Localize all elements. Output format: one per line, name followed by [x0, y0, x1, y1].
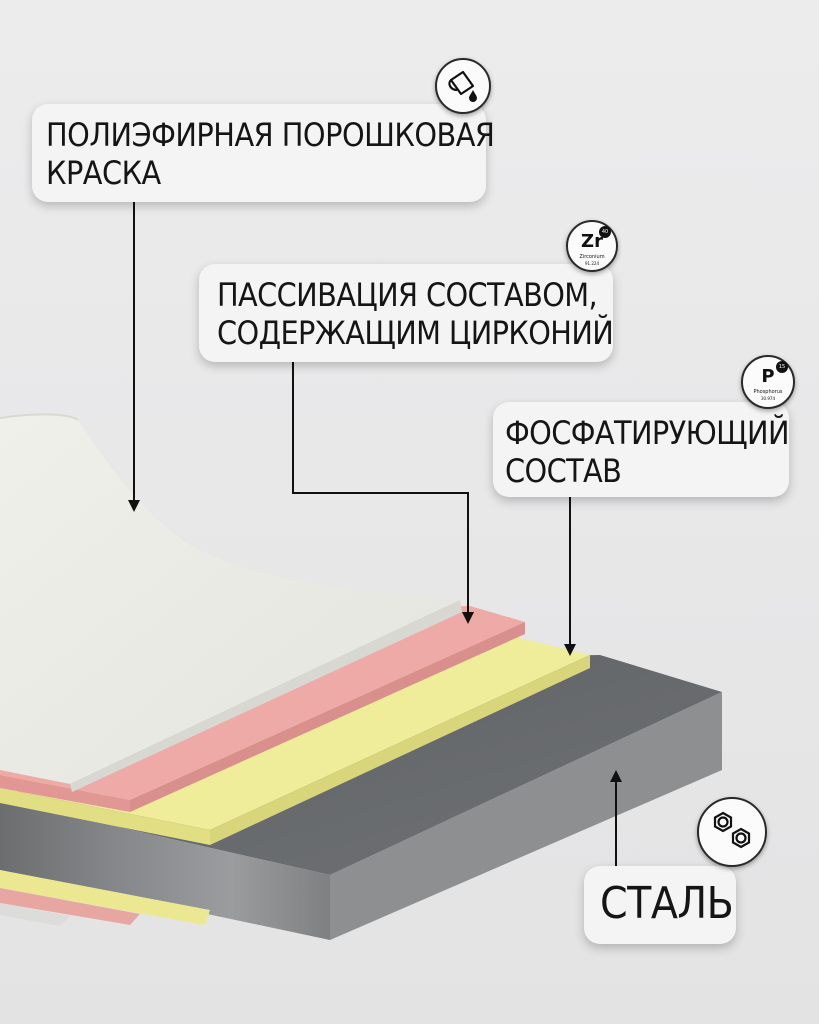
label-powder-paint: ПОЛИЭФИРНАЯ ПОРОШКОВАЯ КРАСКА — [32, 104, 495, 202]
label-line: СТАЛЬ — [600, 878, 734, 929]
arrowhead-phos — [564, 644, 576, 656]
arrowhead-paint — [128, 500, 140, 512]
element-name: Zirconium — [579, 254, 605, 260]
element-symbol: Zr — [581, 231, 603, 252]
label-line: ФОСФАТИРУЮЩИЙ — [505, 414, 789, 452]
phosphorus-element-icon: 15 P Phosphorus 30.974 — [741, 355, 795, 409]
steel-side-face — [330, 692, 722, 940]
leader-lines — [133, 202, 617, 866]
atomic-number: 40 — [599, 226, 611, 238]
label-line: ПАССИВАЦИЯ СОСТАВОМ, — [217, 276, 598, 314]
hex-nuts-icon — [697, 797, 767, 867]
zirconium-front-face — [0, 775, 130, 812]
zirconium-element-icon: 40 Zr Zirconium 91.224 — [566, 220, 618, 272]
label-phosphate: ФОСФАТИРУЮЩИЙ СОСТАВ — [493, 402, 789, 497]
arrowhead-steel — [610, 770, 622, 782]
label-zirconium-passivation: ПАССИВАЦИЯ СОСТАВОМ, СОДЕРЖАЩИМ ЦИРКОНИЙ — [199, 264, 614, 362]
phosphate-front-face — [0, 788, 210, 845]
element-name: Phosphorus — [753, 389, 783, 395]
label-steel: СТАЛЬ — [584, 866, 736, 944]
paint-edge — [70, 600, 462, 792]
phosphate-side-face — [210, 655, 590, 845]
label-line: СОДЕРЖАЩИМ ЦИРКОНИЙ — [217, 314, 614, 352]
atomic-number: 15 — [776, 361, 788, 373]
label-line: СОСТАВ — [505, 452, 622, 490]
label-line: ПОЛИЭФИРНАЯ ПОРОШКОВАЯ — [46, 116, 495, 154]
zirconium-side-face — [130, 622, 525, 812]
element-symbol: P — [761, 366, 775, 387]
steel-front-face — [0, 800, 330, 940]
leader-zr — [292, 362, 469, 616]
lower-coatings — [0, 870, 210, 926]
paint-top-face — [0, 414, 460, 784]
paint-bucket-icon — [435, 58, 491, 114]
atomic-mass: 30.974 — [761, 396, 775, 401]
paint-layer — [0, 413, 462, 792]
arrowhead-zr — [462, 612, 474, 624]
atomic-mass: 91.224 — [585, 261, 599, 266]
label-line: КРАСКА — [46, 154, 161, 192]
